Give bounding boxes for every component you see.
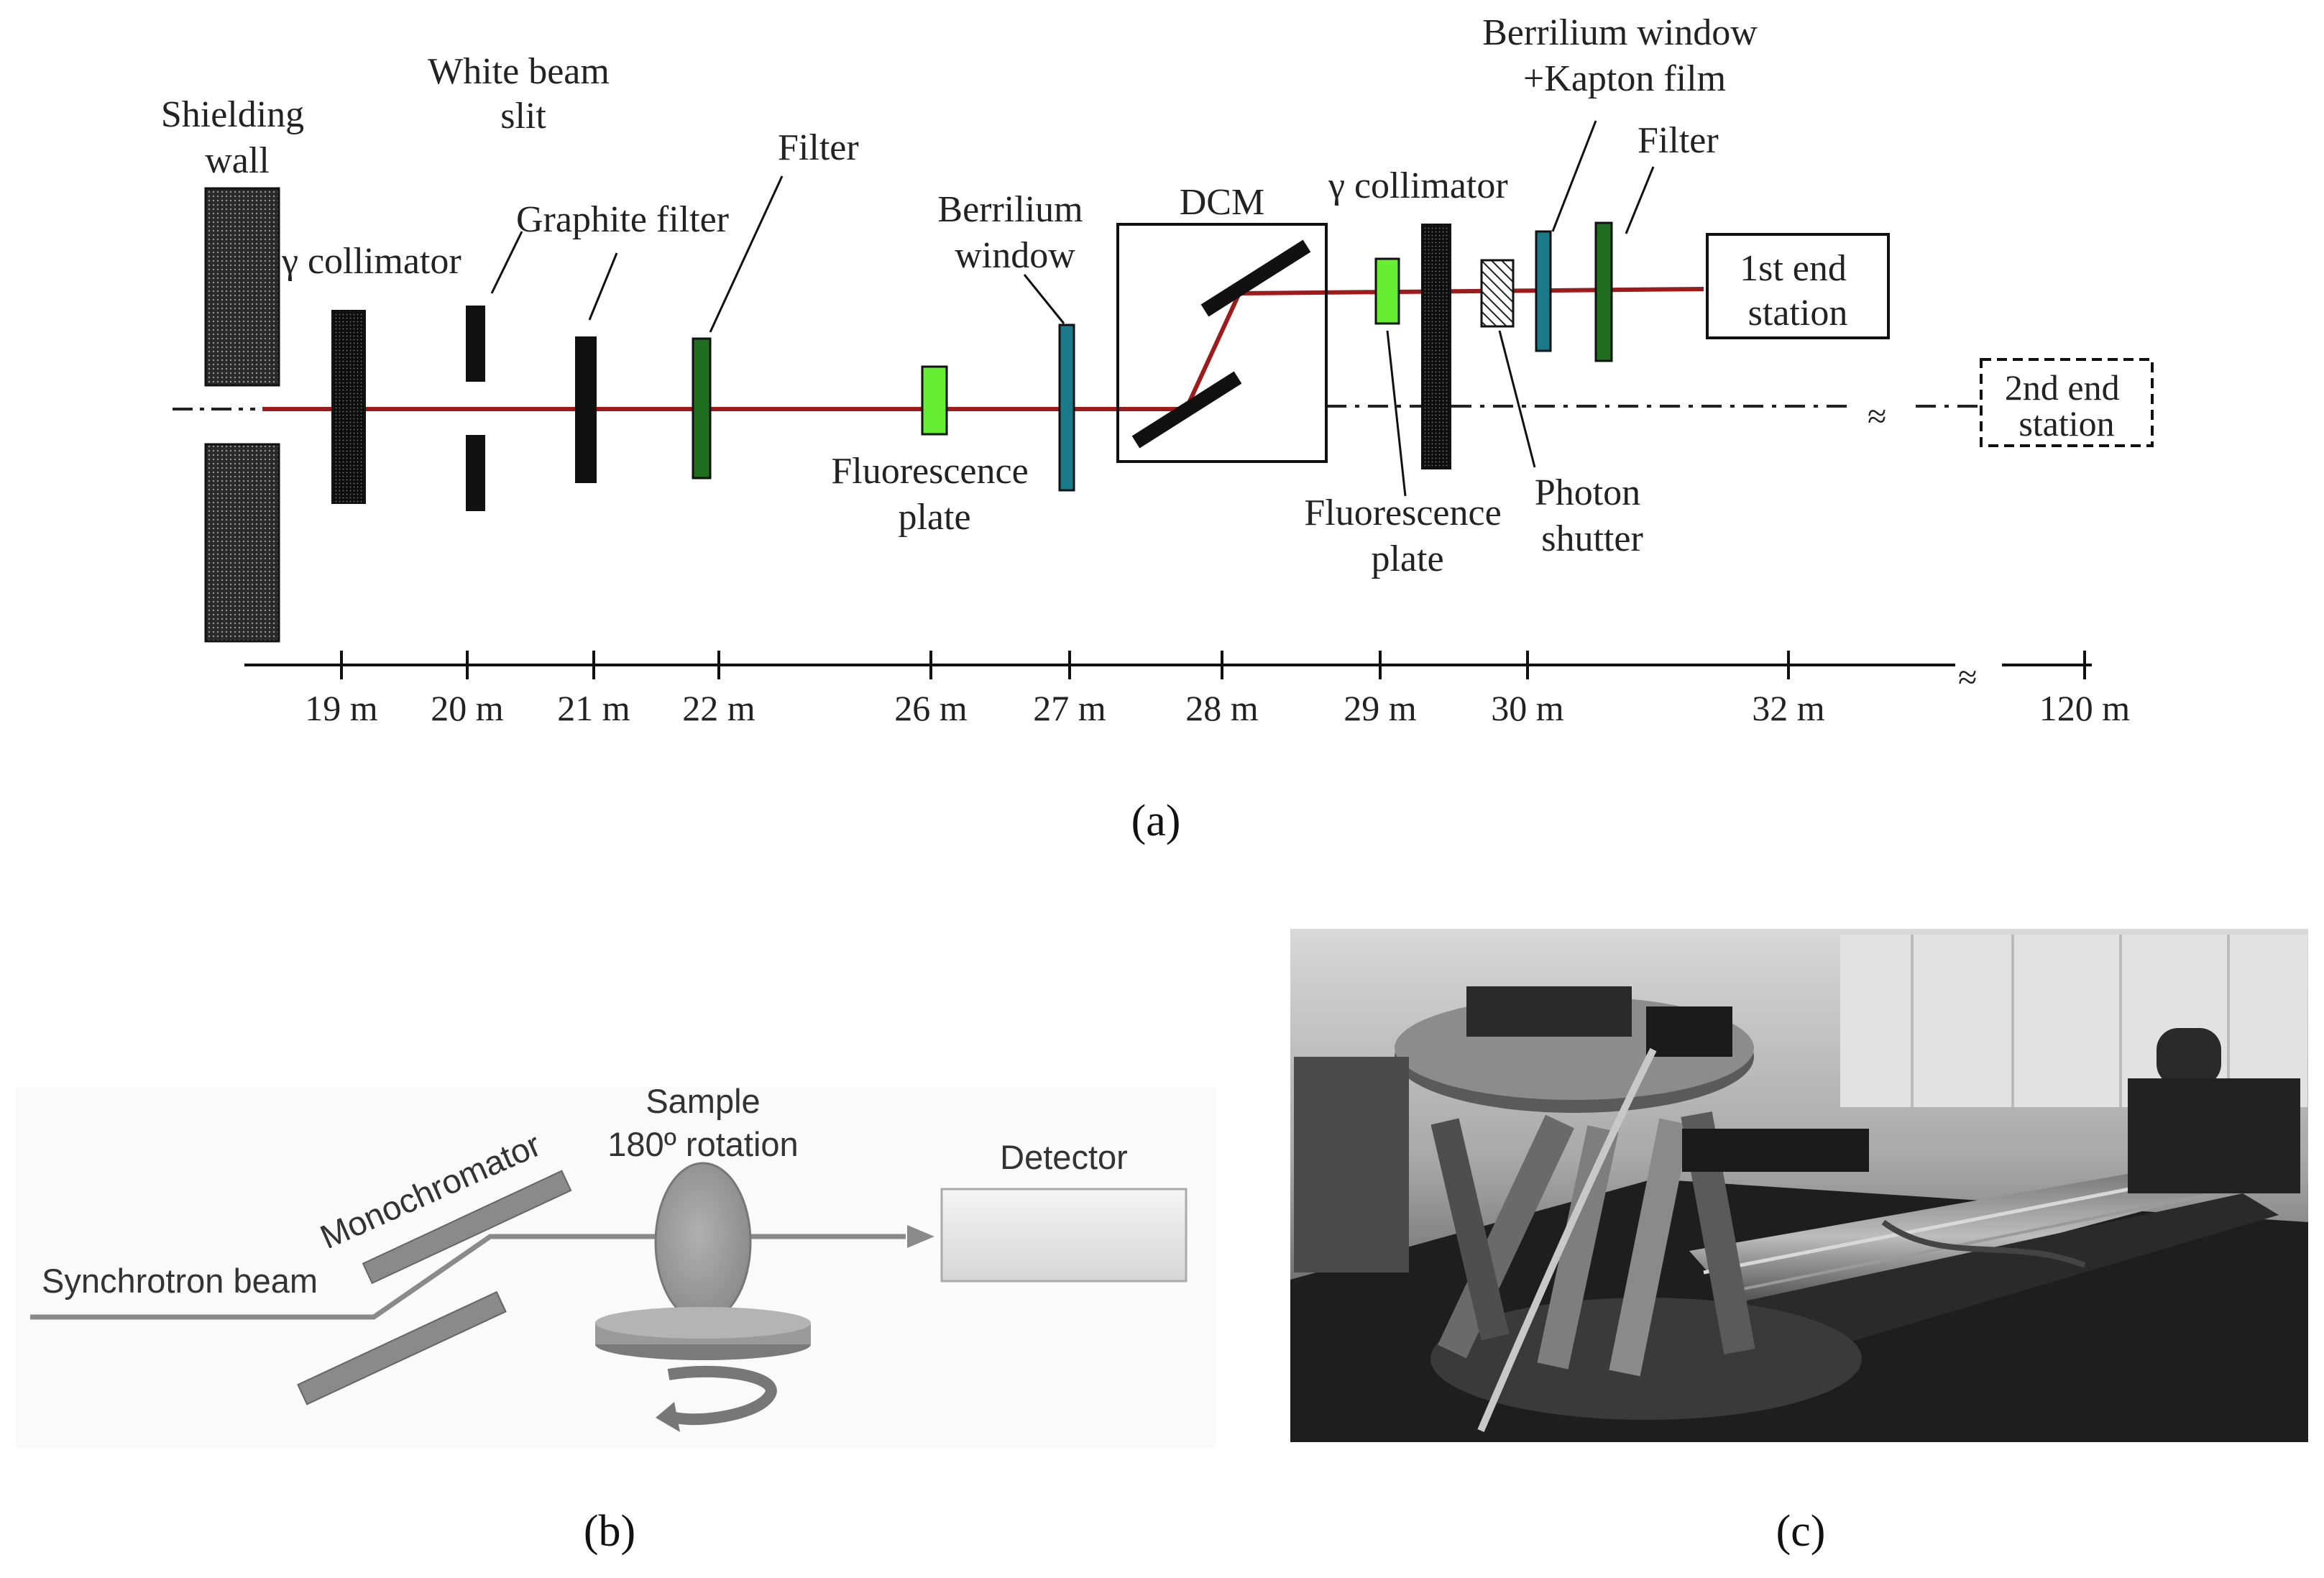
detector-box	[940, 1188, 1188, 1283]
label-gamma-collimator-2: γ collimator	[1328, 165, 1508, 206]
filter-2	[1594, 221, 1613, 362]
rotation-stage-top	[595, 1307, 811, 1339]
leader-fluorescence-2	[1386, 330, 1407, 497]
first-end-station	[1706, 233, 1890, 339]
panel-a: ≈	[161, 12, 2154, 845]
label-first-end-station: 1st end station	[1740, 248, 1856, 334]
photo-hexapod-base	[1430, 1298, 1862, 1420]
filter-1	[692, 337, 712, 480]
caption-c: (c)	[1776, 1507, 1826, 1556]
label-filter-2: Filter	[1638, 120, 1719, 161]
panel-b: Synchrotron beam Monochromator Sample 18…	[16, 1082, 1216, 1556]
panel-c-photo: (c)	[1290, 929, 2308, 1556]
photo-rail-base	[1711, 1193, 2279, 1366]
second-end-station	[1980, 358, 2154, 447]
label-shielding-wall: Shielding wall	[161, 94, 313, 181]
label-detector: Detector	[1000, 1138, 1128, 1176]
rotation-arrow-icon	[665, 1365, 777, 1426]
photo-hexapod-leg	[1438, 1114, 1574, 1359]
axis-tick-label: 19 m	[305, 688, 378, 728]
berrilium-window-2	[1535, 230, 1552, 352]
label-filter-1: Filter	[778, 127, 859, 168]
axis-tick-label: 22 m	[682, 688, 755, 728]
photo-linear-rail	[1689, 1157, 2264, 1316]
axis-tick-label: 120 m	[2039, 688, 2131, 728]
monochromator-crystal-lower	[297, 1290, 507, 1405]
white-beam-slit-upper	[466, 306, 485, 382]
axis-tick-label: 32 m	[1752, 688, 1825, 728]
axis-tick-label: 27 m	[1033, 688, 1106, 728]
berrilium-window-1	[1058, 324, 1075, 492]
label-dcm: DCM	[1180, 182, 1264, 223]
label-berrilium-kapton: Berrilium window +Kapton film	[1482, 12, 1767, 99]
leader-filter-2	[1625, 166, 1655, 234]
leader-slit	[490, 231, 523, 294]
label-photon-shutter: Photon shutter	[1535, 472, 1650, 559]
label-fluorescence-plate-1: Fluorescence plate	[831, 451, 1037, 538]
axis-tick-label: 26 m	[894, 688, 968, 728]
gamma-collimator-2	[1421, 224, 1451, 469]
graphite-filter	[575, 336, 597, 483]
leader-shutter	[1498, 330, 1536, 468]
label-white-beam-slit: White beam slit	[428, 51, 619, 137]
leader-kapton	[1551, 120, 1597, 232]
caption-b: (b)	[584, 1507, 635, 1556]
photo-sample-stage	[1466, 986, 1632, 1037]
break-symbol-beam: ≈	[1868, 398, 1886, 436]
label-rotation: 180º rotation	[607, 1125, 798, 1163]
break-symbol-axis: ≈	[1958, 659, 1977, 697]
distance-axis-ticks: 19 m 20 m 21 m 22 m 26 m 27 m 28 m 29 m 30 m 32 m…	[305, 651, 2130, 728]
dcm-crystal-upper	[1200, 239, 1311, 317]
label-synchrotron-beam: Synchrotron beam	[42, 1262, 318, 1300]
x-ray-beam	[262, 287, 1704, 411]
photo-camera	[1646, 1006, 1732, 1057]
leader-filter-1	[709, 175, 784, 333]
rotation-arrow-head	[656, 1402, 680, 1432]
axis-tick-label: 28 m	[1185, 688, 1259, 728]
label-sample: Sample	[646, 1082, 760, 1120]
caption-a: (a)	[1131, 797, 1181, 845]
photo-equipment-right	[2157, 1028, 2221, 1086]
monochromator-crystal-upper	[362, 1170, 572, 1285]
photo-left-equipment	[1294, 1057, 1409, 1272]
axis-tick-label: 30 m	[1491, 688, 1564, 728]
gamma-collimator-1	[331, 310, 366, 504]
photon-shutter	[1480, 259, 1515, 328]
leader-graphite	[588, 252, 618, 321]
label-fluorescence-plate-2: Fluorescence plate	[1304, 492, 1510, 579]
photo-equipment-box	[1682, 1129, 1869, 1172]
axis-tick-label: 21 m	[557, 688, 630, 728]
white-beam-slit-lower	[466, 435, 485, 511]
fluorescence-plate-2	[1374, 257, 1400, 325]
beam-arrow-head	[907, 1225, 934, 1248]
dcm-crystal-lower	[1131, 371, 1242, 449]
photo-cable	[1477, 1047, 1657, 1432]
sample-disc	[654, 1162, 752, 1323]
shielding-wall-lower	[204, 443, 280, 643]
axis-tick-label: 29 m	[1344, 688, 1417, 728]
label-second-end-station: 2nd end station	[2005, 367, 2128, 444]
axis-tick-label: 20 m	[431, 688, 504, 728]
label-gamma-collimator-1: γ collimator	[281, 241, 461, 282]
label-graphite-filter: Graphite filter	[516, 199, 729, 240]
fluorescence-plate-1	[921, 365, 948, 436]
leader-berrilium-1	[1023, 274, 1065, 324]
shielding-wall-upper	[204, 187, 280, 387]
dcm-box	[1116, 223, 1328, 463]
label-berrilium-window-1: Berrilium window	[937, 189, 1092, 276]
